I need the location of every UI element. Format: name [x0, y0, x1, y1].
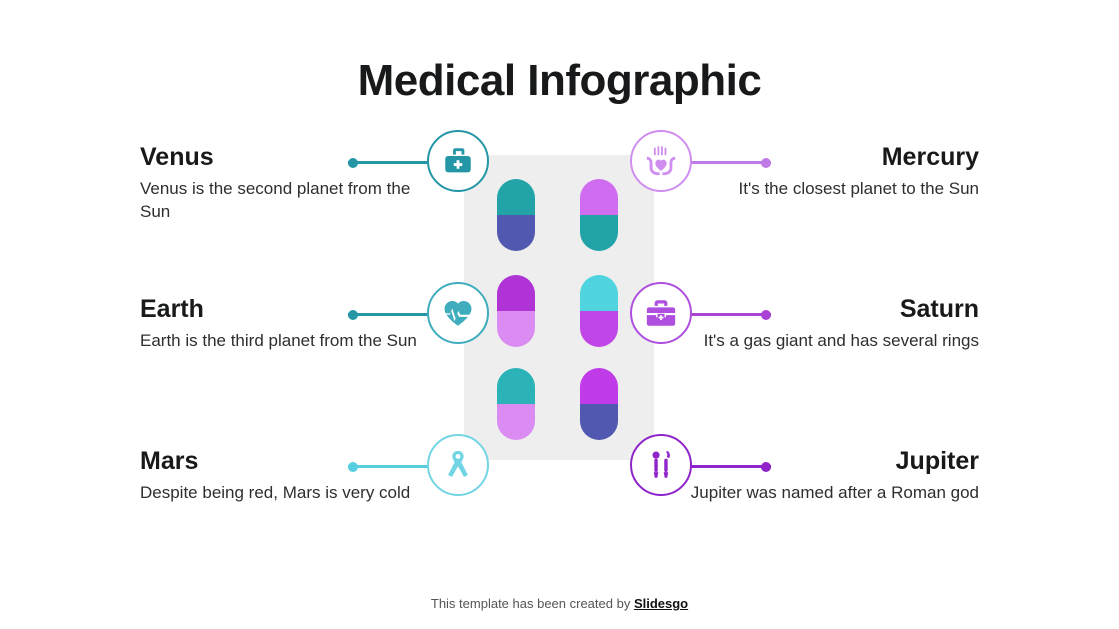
info-heading: Jupiter — [895, 447, 979, 475]
pill-top-half — [580, 179, 618, 215]
info-body: Venus is the second planet from the Sun — [140, 178, 411, 221]
info-body: It's the closest planet to the Sun — [738, 178, 979, 198]
info-body: Earth is the third planet from the Sun — [140, 330, 417, 350]
info-block-earth: Earth Earth is the third planet from the… — [140, 295, 440, 353]
info-body: It's a gas giant and has several rings — [703, 330, 979, 350]
slidesgo-link[interactable]: Slidesgo — [633, 596, 689, 611]
info-block-mars: Mars Despite being red, Mars is very col… — [140, 447, 440, 505]
info-block-mercury: Mercury It's the closest planet to the S… — [679, 143, 979, 201]
caring-hands-heart-icon — [644, 144, 678, 178]
pill-bottom-half — [497, 404, 535, 440]
icon-circle-saturn[interactable] — [630, 282, 692, 344]
connector-dot — [761, 461, 771, 472]
info-body: Jupiter was named after a Roman god — [690, 482, 979, 502]
connector-venus — [348, 157, 448, 168]
footer-text: This template has been created by — [430, 596, 634, 611]
connector-jupiter — [671, 461, 771, 472]
page-title: Medical Infographic — [357, 56, 762, 105]
info-heading: Mercury — [881, 143, 979, 171]
pill-top-half — [580, 275, 618, 311]
pill-top-half — [497, 179, 535, 215]
awareness-ribbon-icon — [441, 448, 475, 482]
connector-line — [348, 313, 448, 316]
pill-mid-right — [580, 275, 618, 347]
connector-saturn — [671, 309, 771, 320]
info-block-venus: Venus Venus is the second planet from th… — [140, 143, 440, 224]
info-block-saturn: Saturn It's a gas giant and has several … — [679, 295, 979, 353]
icon-circle-earth[interactable] — [427, 282, 489, 344]
info-heading: Venus — [140, 143, 214, 171]
pill-bottom-right — [580, 368, 618, 440]
connector-dot — [348, 157, 358, 168]
dental-tools-icon — [644, 448, 678, 482]
pill-mid-left — [497, 275, 535, 347]
connector-dot — [761, 157, 771, 168]
pill-top-half — [497, 275, 535, 311]
heartbeat-icon — [441, 296, 475, 330]
pill-bottom-half — [497, 215, 535, 251]
connector-line — [348, 161, 448, 164]
pill-top-half — [580, 368, 618, 404]
pill-top-right — [580, 179, 618, 251]
pill-top-half — [497, 368, 535, 404]
footer-credit: This template has been created by Slides… — [0, 596, 1119, 611]
info-heading: Mars — [140, 447, 199, 475]
center-panel — [464, 155, 654, 460]
pill-bottom-half — [580, 404, 618, 440]
connector-mercury — [671, 157, 771, 168]
info-block-jupiter: Jupiter Jupiter was named after a Roman … — [679, 447, 979, 505]
info-heading: Earth — [140, 295, 204, 323]
info-body: Despite being red, Mars is very cold — [140, 482, 411, 502]
doctor-briefcase-icon — [644, 296, 678, 330]
icon-circle-mercury[interactable] — [630, 130, 692, 192]
connector-earth — [348, 309, 448, 320]
info-heading: Saturn — [899, 295, 979, 323]
connector-mars — [348, 461, 448, 472]
connector-line — [671, 161, 771, 164]
pill-bottom-half — [580, 311, 618, 347]
connector-line — [348, 465, 448, 468]
medical-kit-icon — [441, 144, 475, 178]
connector-dot — [761, 309, 771, 320]
connector-dot — [348, 461, 358, 472]
pill-bottom-half — [580, 215, 618, 251]
connector-dot — [348, 309, 358, 320]
icon-circle-venus[interactable] — [427, 130, 489, 192]
connector-line — [671, 313, 771, 316]
pill-bottom-left — [497, 368, 535, 440]
pill-bottom-half — [497, 311, 535, 347]
icon-circle-jupiter[interactable] — [630, 434, 692, 496]
connector-line — [671, 465, 771, 468]
pill-top-left — [497, 179, 535, 251]
icon-circle-mars[interactable] — [427, 434, 489, 496]
